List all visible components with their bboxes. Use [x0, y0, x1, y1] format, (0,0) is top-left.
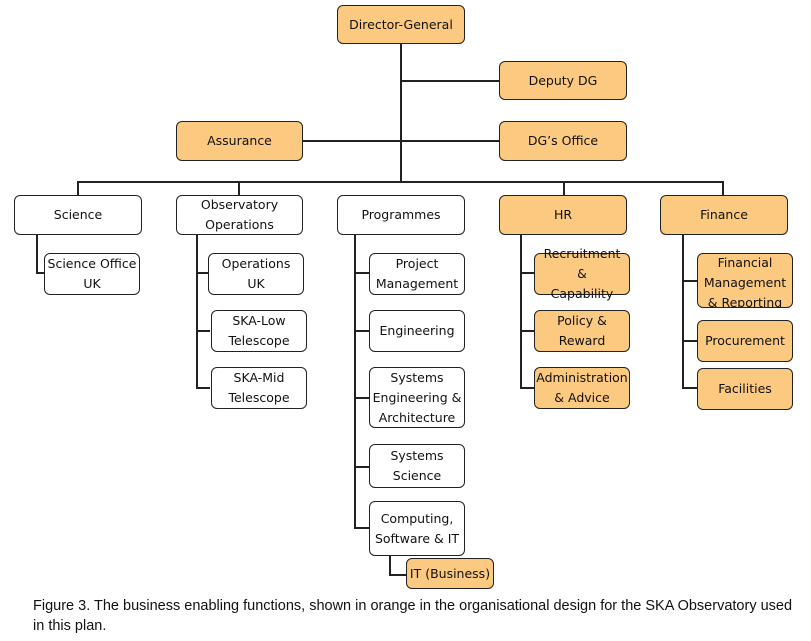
connector-line — [238, 181, 240, 196]
connector-line — [77, 181, 724, 183]
node-financial-management: Financial Management & Reporting — [697, 253, 793, 308]
connector-line — [196, 387, 210, 389]
node-finance: Finance — [660, 195, 788, 235]
connector-line — [354, 234, 356, 529]
connector-line — [563, 181, 565, 196]
node-policy: Policy & Reward — [534, 310, 630, 352]
connector-line — [400, 44, 402, 183]
connector-line — [389, 574, 407, 576]
connector-line — [302, 140, 500, 142]
connector-line — [682, 280, 698, 282]
org-chart: Director-General Deputy DG Assurance DG’… — [14, 5, 793, 589]
node-observatory-operations: Observatory Operations — [176, 195, 303, 235]
node-programmes: Programmes — [337, 195, 465, 235]
connector-line — [722, 181, 724, 196]
node-systems-engineering: Systems Engineering & Architecture — [369, 367, 465, 428]
node-science-office-uk: Science Office UK — [44, 253, 140, 295]
connector-line — [682, 387, 698, 389]
node-dgs-office: DG’s Office — [499, 121, 627, 161]
connector-line — [682, 234, 684, 389]
node-ska-low: SKA-Low Telescope — [211, 310, 307, 352]
node-it-business: IT (Business) — [406, 558, 494, 589]
connector-line — [400, 80, 500, 82]
node-administration: Administration & Advice — [534, 367, 630, 409]
connector-line — [196, 330, 210, 332]
connector-line — [36, 272, 46, 274]
connector-line — [682, 340, 698, 342]
connector-line — [354, 527, 370, 529]
connector-line — [520, 387, 534, 389]
node-operations-uk: Operations UK — [208, 253, 304, 295]
node-assurance: Assurance — [176, 121, 303, 161]
node-engineering: Engineering — [369, 310, 465, 352]
connector-line — [354, 397, 370, 399]
connector-line — [389, 556, 391, 576]
node-recruitment: Recruitment & Capability — [534, 246, 630, 301]
connector-line — [520, 330, 534, 332]
connector-line — [196, 272, 210, 274]
connector-line — [77, 181, 79, 196]
node-computing: Computing, Software & IT — [369, 501, 465, 556]
connector-line — [354, 330, 370, 332]
node-science: Science — [14, 195, 142, 235]
node-director-general: Director-General — [337, 5, 465, 44]
node-deputy-dg: Deputy DG — [499, 61, 627, 100]
figure-caption: Figure 3. The business enabling function… — [33, 598, 793, 634]
connector-line — [354, 272, 370, 274]
node-ska-mid: SKA-Mid Telescope — [211, 367, 307, 409]
node-systems-science: Systems Science — [369, 444, 465, 488]
node-procurement: Procurement — [697, 320, 793, 362]
node-project-management: Project Management — [369, 253, 465, 295]
node-facilities: Facilities — [697, 368, 793, 410]
connector-line — [196, 234, 198, 389]
connector-line — [354, 466, 370, 468]
node-hr: HR — [499, 195, 627, 235]
connector-line — [520, 234, 522, 389]
connector-line — [36, 234, 38, 274]
connector-line — [520, 272, 534, 274]
